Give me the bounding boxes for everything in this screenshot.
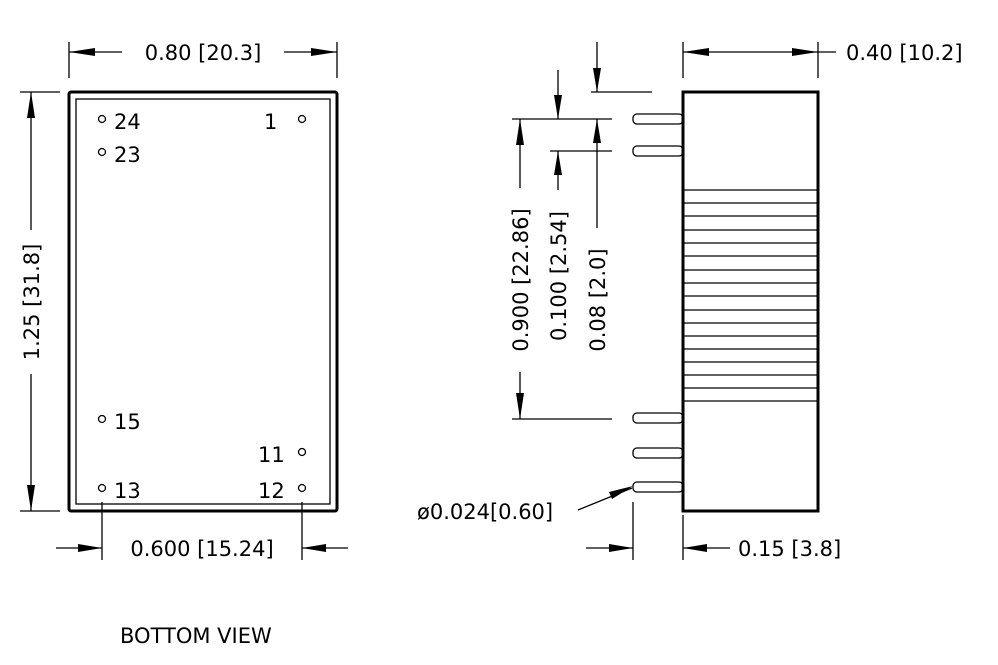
height-dimension-label: 1.25 [31.8] bbox=[20, 244, 44, 361]
pin-23-label: 23 bbox=[114, 143, 141, 167]
arrowhead bbox=[792, 48, 818, 56]
pin-1-label: 1 bbox=[264, 110, 277, 134]
pin-23-hole bbox=[97, 147, 107, 157]
pin-row-dimension-label: 0.900 [22.86] bbox=[509, 208, 533, 351]
side-pin bbox=[632, 447, 684, 459]
bottom-view-caption: BOTTOM VIEW bbox=[120, 624, 272, 648]
height-dimension: 1.25 [31.8] bbox=[20, 91, 60, 512]
pin-15-label: 15 bbox=[114, 410, 141, 434]
arrowhead bbox=[683, 48, 709, 56]
arrowhead bbox=[516, 119, 524, 145]
pin-offset-dimension: 0.08 [2.0] bbox=[586, 42, 610, 352]
side-view: 0.40 [10.2] 0.900 [22.86] 0.100 [2.54] bbox=[417, 41, 963, 561]
arrowhead bbox=[311, 48, 337, 56]
arrowhead bbox=[302, 544, 326, 552]
pin-12-hole bbox=[297, 483, 307, 493]
width-dimension-label: 0.80 [20.3] bbox=[145, 41, 262, 65]
arrowhead bbox=[27, 485, 35, 511]
pin-11-hole bbox=[297, 447, 307, 457]
pin-diameter-label: ø0.024[0.60] bbox=[417, 500, 553, 524]
pin-diameter-callout: ø0.024[0.60] bbox=[417, 486, 633, 524]
arrowhead bbox=[609, 544, 633, 552]
pin-row-dimension: 0.900 [22.86] bbox=[509, 119, 533, 419]
pin-13-label: 13 bbox=[114, 479, 141, 503]
arrowhead bbox=[593, 119, 601, 143]
pin-span-dimension: 0.600 [15.24] bbox=[56, 502, 348, 561]
pin-offset-dimension-label: 0.08 [2.0] bbox=[586, 248, 610, 351]
pin-length-dimension: 0.15 [3.8] bbox=[586, 502, 841, 561]
arrowhead bbox=[516, 393, 524, 419]
pin-24-hole bbox=[97, 114, 107, 124]
arrowhead bbox=[554, 95, 562, 119]
module-body-side bbox=[681, 90, 820, 513]
pin-span-dimension-label: 0.600 [15.24] bbox=[130, 537, 273, 561]
side-pin bbox=[632, 113, 684, 125]
side-pin bbox=[632, 412, 684, 424]
side-pin bbox=[632, 145, 684, 157]
arrowhead bbox=[78, 544, 102, 552]
width-dimension: 0.80 [20.3] bbox=[68, 41, 338, 78]
pin-pitch-dimension-label: 0.100 [2.54] bbox=[547, 211, 571, 341]
pin-1-hole bbox=[297, 114, 307, 124]
bottom-view: 24 23 1 15 11 13 12 0.80 [20.3] bbox=[20, 41, 348, 648]
pin-pitch-dimension: 0.100 [2.54] bbox=[547, 70, 571, 341]
depth-dimension: 0.40 [10.2] bbox=[682, 41, 963, 78]
arrowhead bbox=[69, 48, 95, 56]
arrowhead bbox=[554, 151, 562, 175]
arrowhead bbox=[683, 544, 707, 552]
pin-length-dimension-label: 0.15 [3.8] bbox=[738, 537, 841, 561]
module-outline bbox=[67, 90, 339, 513]
pin-15-hole bbox=[97, 414, 107, 424]
depth-dimension-label: 0.40 [10.2] bbox=[846, 41, 963, 65]
arrowhead bbox=[593, 68, 601, 92]
side-pins bbox=[632, 113, 684, 493]
side-pin bbox=[632, 481, 684, 493]
pin-12-label: 12 bbox=[258, 479, 285, 503]
arrowhead bbox=[609, 486, 633, 499]
pin-24-label: 24 bbox=[114, 110, 141, 134]
arrowhead bbox=[27, 92, 35, 118]
module-inner-outline bbox=[75, 98, 331, 505]
pin-13-hole bbox=[97, 483, 107, 493]
pin-11-label: 11 bbox=[258, 443, 285, 467]
body-stripes bbox=[683, 189, 818, 402]
